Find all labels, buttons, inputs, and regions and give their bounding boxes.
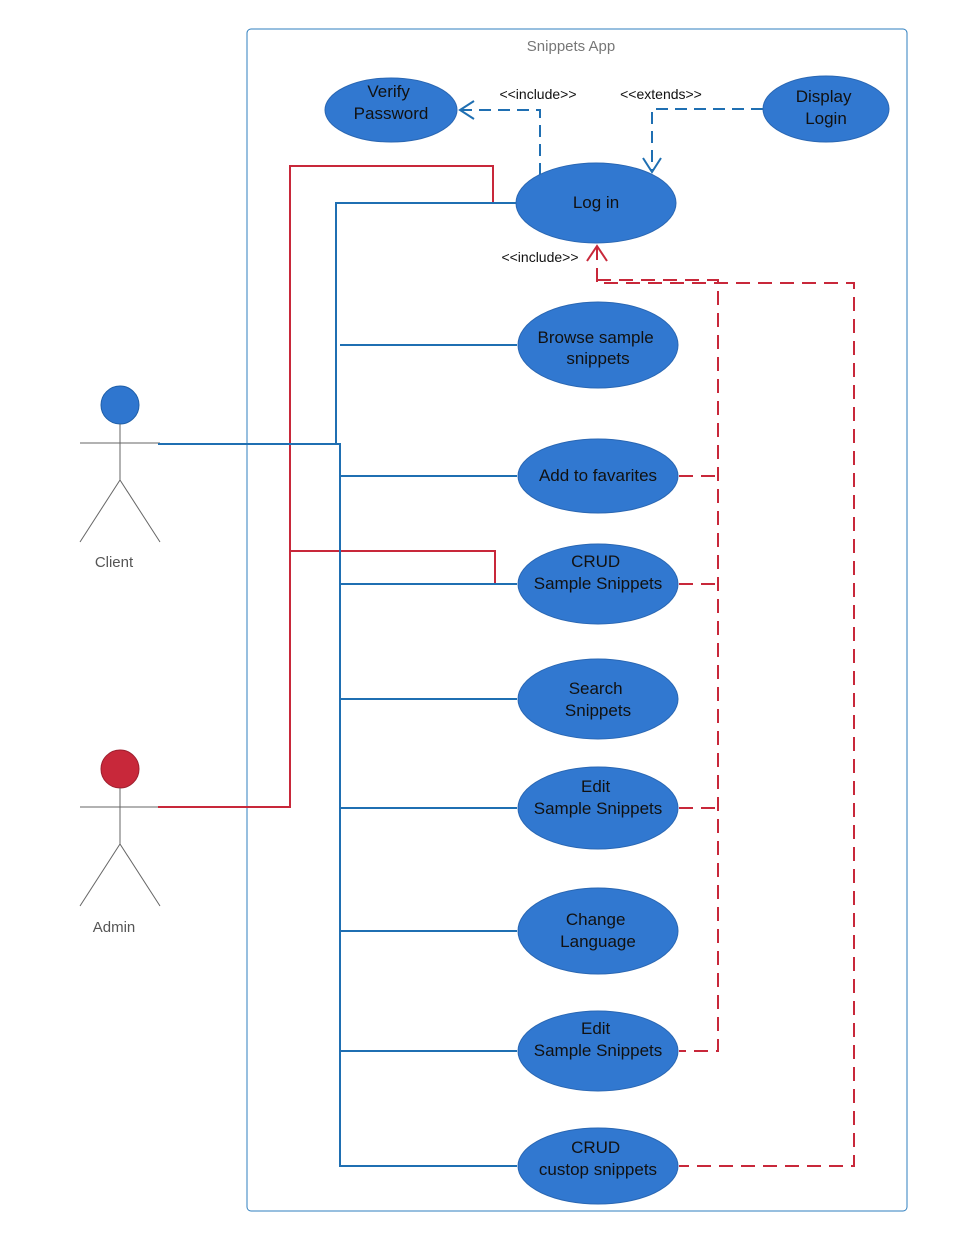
use-case-edit-sample-snippets-1[interactable]: Edit Sample Snippets — [517, 766, 679, 850]
use-case-change-language[interactable]: Change Language — [517, 887, 679, 975]
svg-text:Log in: Log in — [573, 193, 619, 212]
actor-admin-head — [100, 749, 140, 789]
svg-text:Add to favarites: Add to favarites — [539, 466, 657, 485]
use-case-verify-password[interactable]: Verify Password — [324, 77, 458, 143]
actor-client-label: Client — [95, 554, 134, 571]
include-verify-password — [458, 100, 541, 175]
system-title: Snippets App — [527, 38, 615, 55]
use-case-log-in[interactable]: Log in — [515, 162, 677, 244]
stereotype-include-login: <<include>> — [501, 249, 578, 265]
use-case-browse-sample-snippets[interactable]: Browse sample snippets — [517, 301, 679, 389]
use-case-crud-custop-snippets[interactable]: CRUD custop snippets — [517, 1127, 679, 1205]
svg-text:Change Language: Change Language — [560, 910, 636, 951]
svg-text:Browse sample snippets: Browse sample snippets — [538, 328, 659, 368]
stereotype-include-top: <<include>> — [499, 86, 576, 102]
stereotype-extends-top: <<extends>> — [620, 86, 702, 102]
actor-admin[interactable]: Admin — [79, 749, 161, 936]
svg-text:CRUD Sample Snippets: CRUD Sample Snippets — [534, 552, 663, 593]
extends-display-login — [642, 108, 763, 174]
include-login-relations — [586, 244, 855, 1167]
use-case-edit-sample-snippets-2[interactable]: Edit Sample Snippets — [517, 1010, 679, 1092]
actor-client[interactable]: Client — [79, 385, 161, 571]
svg-text:CRUD custop snippets: CRUD custop snippets — [539, 1138, 657, 1179]
svg-text:Display Login: Display Login — [796, 87, 856, 128]
svg-text:Verify Password: Verify Password — [354, 82, 429, 123]
admin-associations — [158, 165, 517, 808]
svg-text:Edit Sample Snippets: Edit Sample Snippets — [534, 1019, 663, 1060]
use-case-search-snippets[interactable]: Search Snippets — [517, 658, 679, 740]
use-case-crud-sample-snippets[interactable]: CRUD Sample Snippets — [517, 543, 679, 625]
use-case-display-login[interactable]: Display Login — [762, 75, 890, 143]
use-case-add-to-favarites[interactable]: Add to favarites — [517, 438, 679, 514]
system-boundary — [246, 28, 908, 1212]
actor-client-head — [100, 385, 140, 425]
client-associations — [158, 202, 517, 1167]
actor-admin-label: Admin — [93, 919, 136, 936]
svg-text:Search Snippets: Search Snippets — [565, 679, 631, 720]
svg-text:Edit Sample Snippets: Edit Sample Snippets — [534, 777, 663, 818]
